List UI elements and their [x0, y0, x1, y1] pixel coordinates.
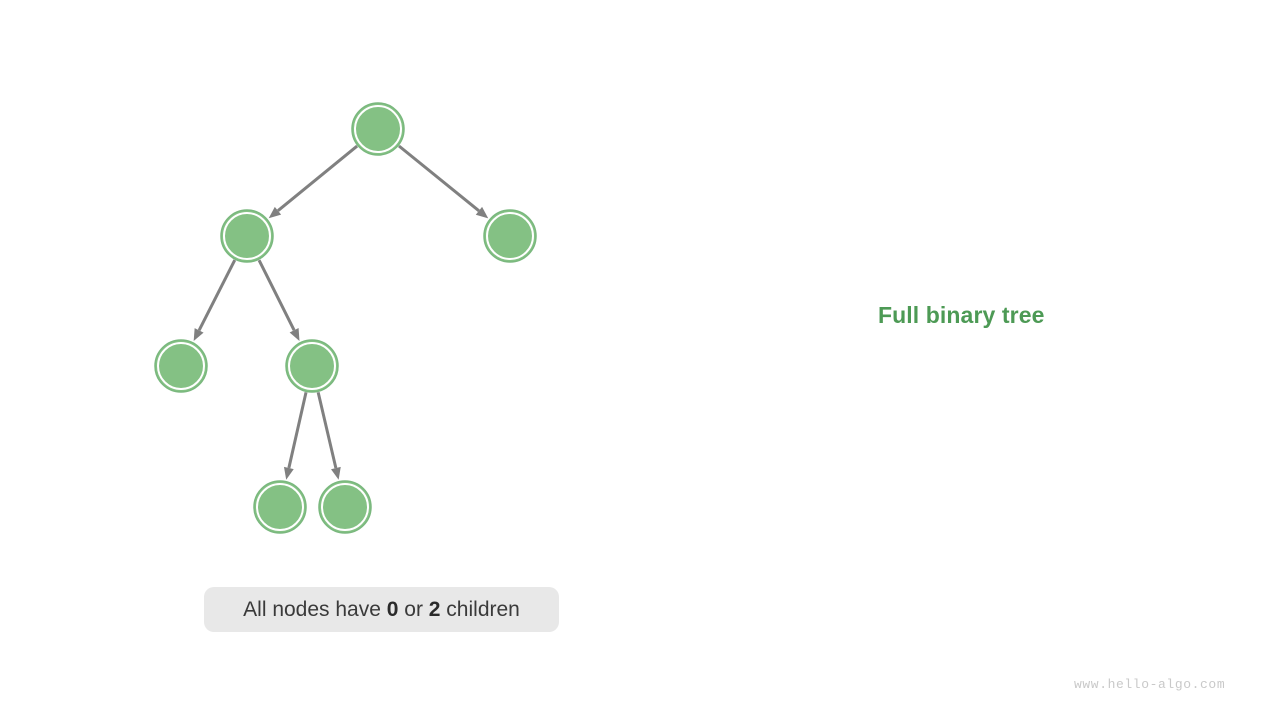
- tree-node-inner-ring: [157, 342, 205, 390]
- tree-edge: [316, 391, 338, 469]
- caption-middle: or: [398, 597, 429, 621]
- caption-bold-zero: 0: [386, 597, 399, 621]
- caption-bold-two: 2: [428, 597, 441, 621]
- tree-node-inner-ring: [288, 342, 336, 390]
- tree-node[interactable]: [253, 480, 307, 534]
- tree-edge-arrowhead: [283, 466, 294, 480]
- tree-node-fill: [226, 215, 268, 257]
- caption-suffix: children: [440, 597, 520, 621]
- tree-edge: [277, 144, 359, 212]
- tree-node-fill: [324, 486, 366, 528]
- tree-node-fill: [489, 215, 531, 257]
- tree-edge-arrowhead: [475, 206, 489, 219]
- tree-node-fill: [291, 345, 333, 387]
- tree-node-inner-ring: [256, 483, 304, 531]
- tree-node[interactable]: [285, 339, 339, 393]
- tree-node-inner-ring: [486, 212, 534, 260]
- tree-edge-arrowhead: [331, 466, 341, 480]
- caption-box: All nodes have 0 or 2 children: [204, 587, 559, 632]
- tree-edge: [287, 391, 308, 469]
- tree-node-inner-ring: [354, 105, 402, 153]
- nodes-layer: [154, 102, 537, 534]
- tree-node[interactable]: [318, 480, 372, 534]
- tree-edge-arrowhead: [289, 327, 300, 341]
- edges-layer: [193, 144, 489, 480]
- watermark: www.hello-algo.com: [1074, 677, 1226, 692]
- tree-node[interactable]: [154, 339, 208, 393]
- page-title: Full binary tree: [878, 302, 1045, 328]
- tree-edge: [398, 144, 480, 212]
- tree-edge: [197, 259, 237, 332]
- caption-text: All nodes have 0 or 2 children: [243, 598, 520, 622]
- tree-node-fill: [259, 486, 301, 528]
- tree-node-fill: [357, 108, 399, 150]
- tree-node[interactable]: [220, 209, 274, 263]
- tree-node[interactable]: [351, 102, 405, 156]
- tree-edge-arrowhead: [268, 206, 282, 219]
- tree-node-inner-ring: [223, 212, 271, 260]
- caption-prefix: All nodes have: [243, 597, 387, 621]
- tree-node-inner-ring: [321, 483, 369, 531]
- tree-node[interactable]: [483, 209, 537, 263]
- tree-node-fill: [160, 345, 202, 387]
- tree-edge: [257, 259, 296, 331]
- tree-edge-arrowhead: [193, 328, 204, 342]
